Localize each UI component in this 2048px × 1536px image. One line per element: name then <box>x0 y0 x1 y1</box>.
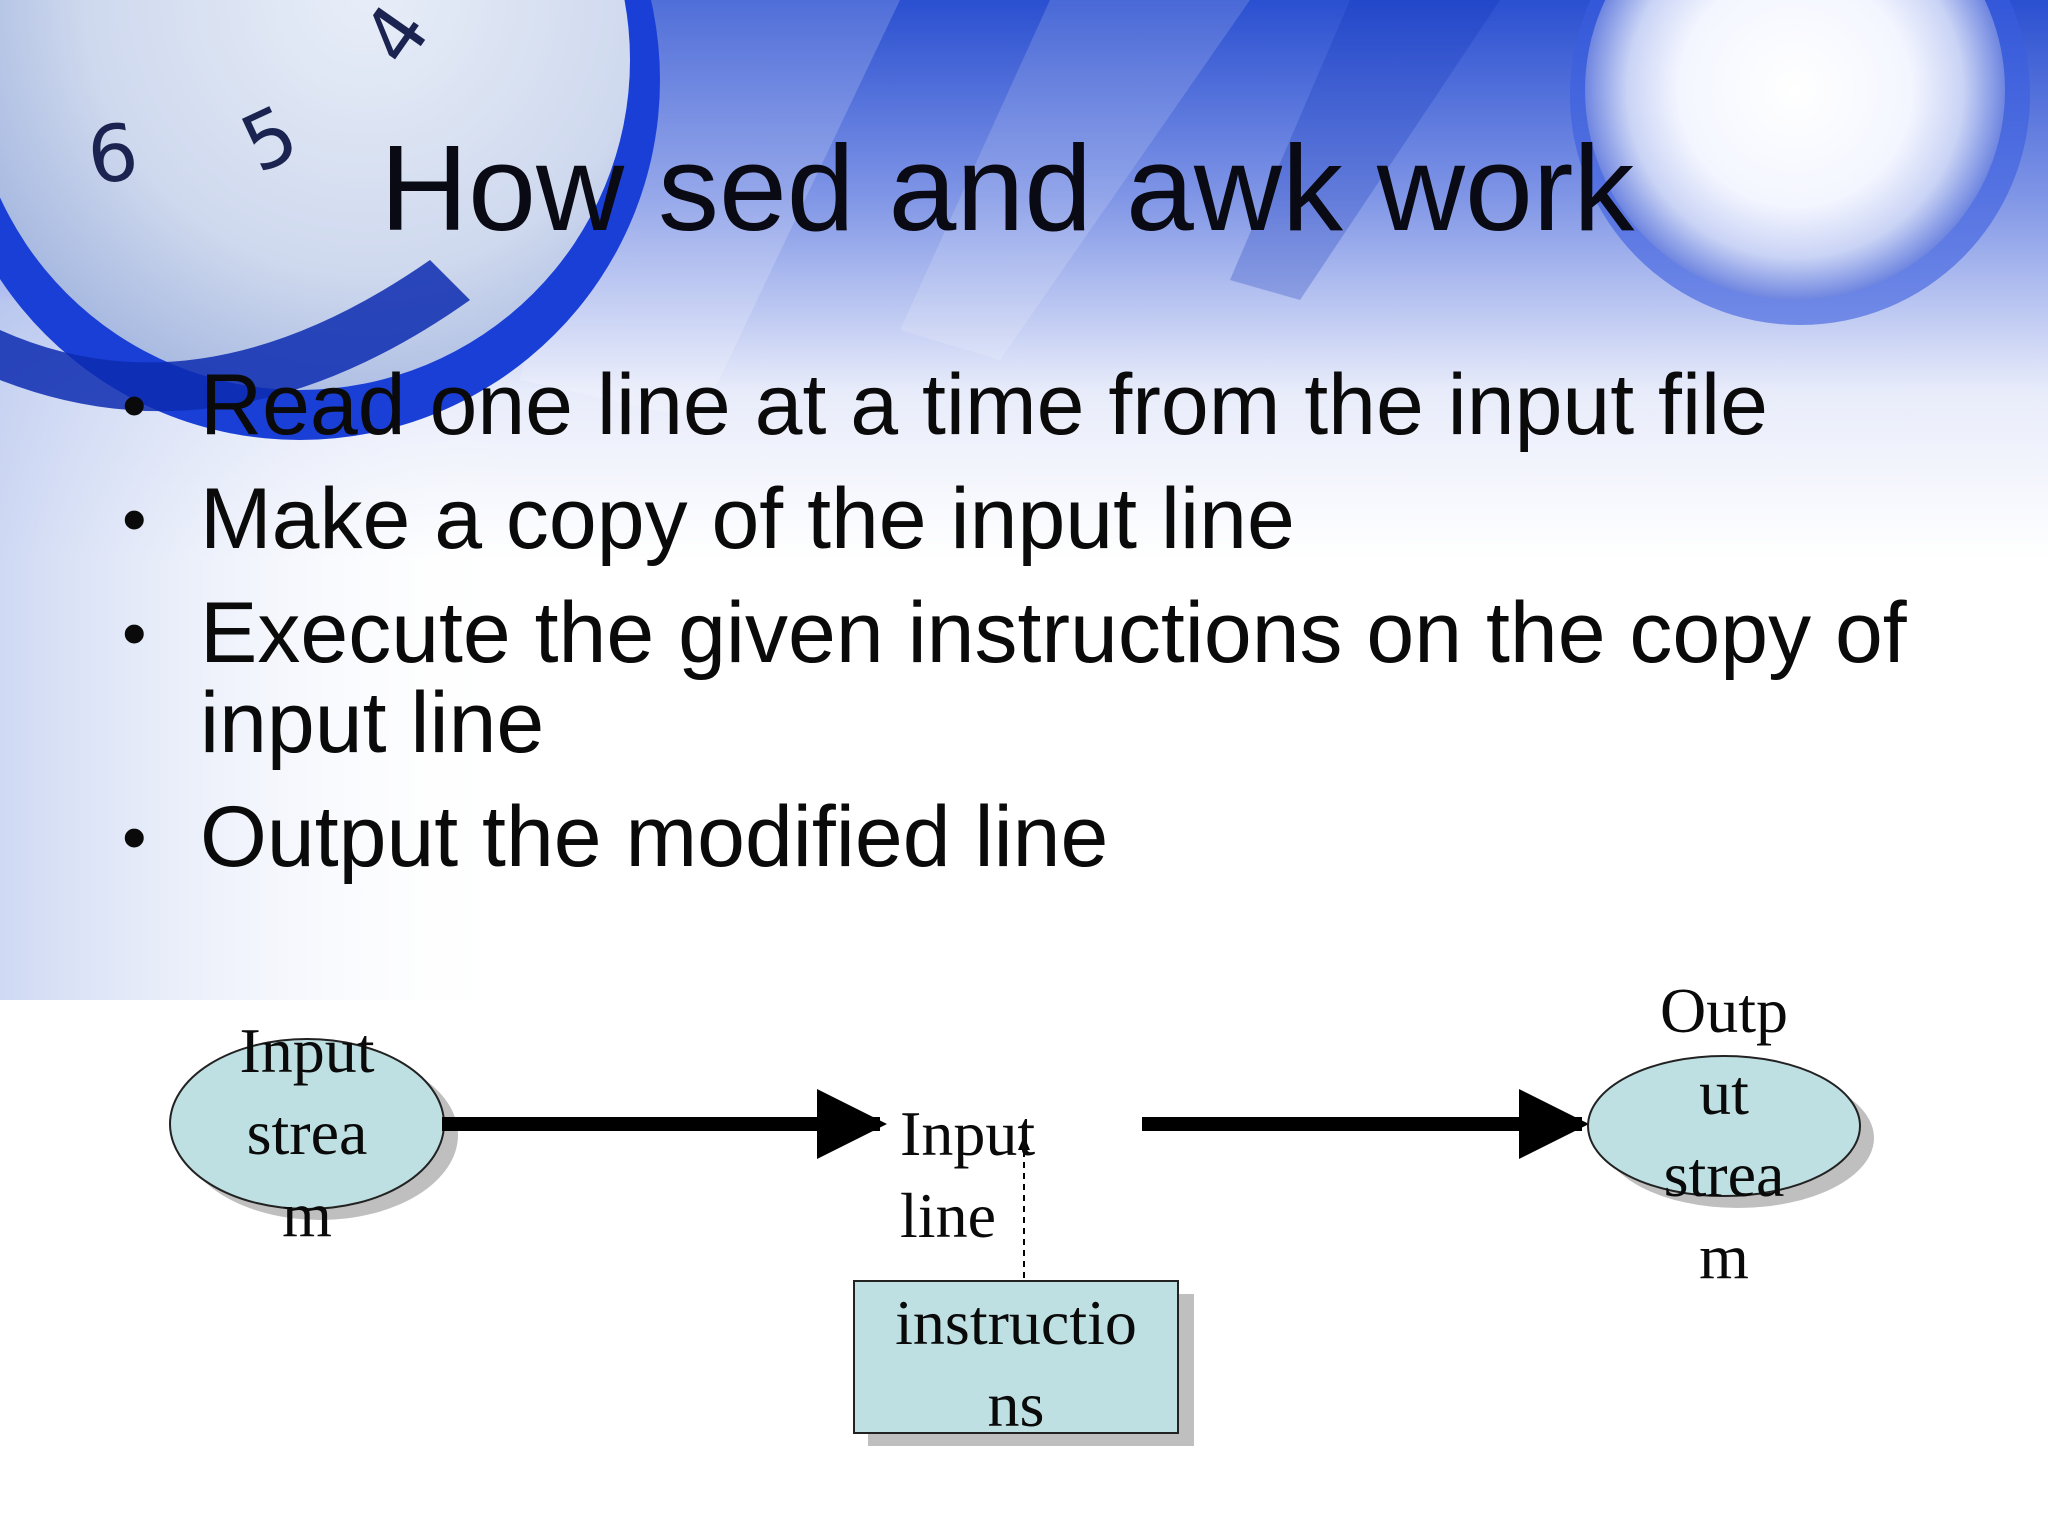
label-line: ns <box>987 1369 1045 1440</box>
output-stream-ellipse <box>1587 1055 1861 1197</box>
bullet-item: • Read one line at a time from the input… <box>120 360 1980 450</box>
label-line: instructio <box>895 1287 1137 1358</box>
bullet-item: • Execute the given instructions on the … <box>120 588 1980 768</box>
bullet-dot: • <box>122 480 147 558</box>
bullet-item: • Make a copy of the input line <box>120 474 1980 564</box>
bullet-text: Execute the given instructions on the co… <box>200 585 1907 771</box>
label-line: ut <box>1699 1057 1749 1128</box>
label-line: strea <box>246 1097 368 1168</box>
label-line: Outp <box>1660 975 1788 1046</box>
slide-title: How sed and awk work <box>380 120 1635 256</box>
bullet-dot: • <box>122 798 147 876</box>
bullet-list: • Read one line at a time from the input… <box>120 360 1980 906</box>
label-line: m <box>282 1179 332 1250</box>
instructions-label: instructio ns <box>854 1282 1178 1446</box>
bullet-text: Output the modified line <box>200 789 1109 885</box>
connector-arrowhead <box>1018 1136 1030 1150</box>
output-stream-label: Outp ut strea m <box>1624 970 1824 1298</box>
bullet-dot: • <box>122 594 147 672</box>
label-line: Input <box>900 1098 1036 1169</box>
label-line: strea <box>1663 1139 1785 1210</box>
label-line: m <box>1699 1221 1749 1292</box>
input-line-label: Input line <box>900 1093 1100 1257</box>
label-line: Input <box>239 1015 375 1086</box>
input-stream-label: Input strea m <box>207 1010 407 1256</box>
bullet-dot: • <box>122 366 147 444</box>
bullet-item: • Output the modified line <box>120 792 1980 882</box>
label-line: line <box>900 1180 996 1251</box>
instructions-box <box>853 1280 1179 1434</box>
bullet-text: Make a copy of the input line <box>200 471 1295 567</box>
bullet-text: Read one line at a time from the input f… <box>200 357 1768 453</box>
